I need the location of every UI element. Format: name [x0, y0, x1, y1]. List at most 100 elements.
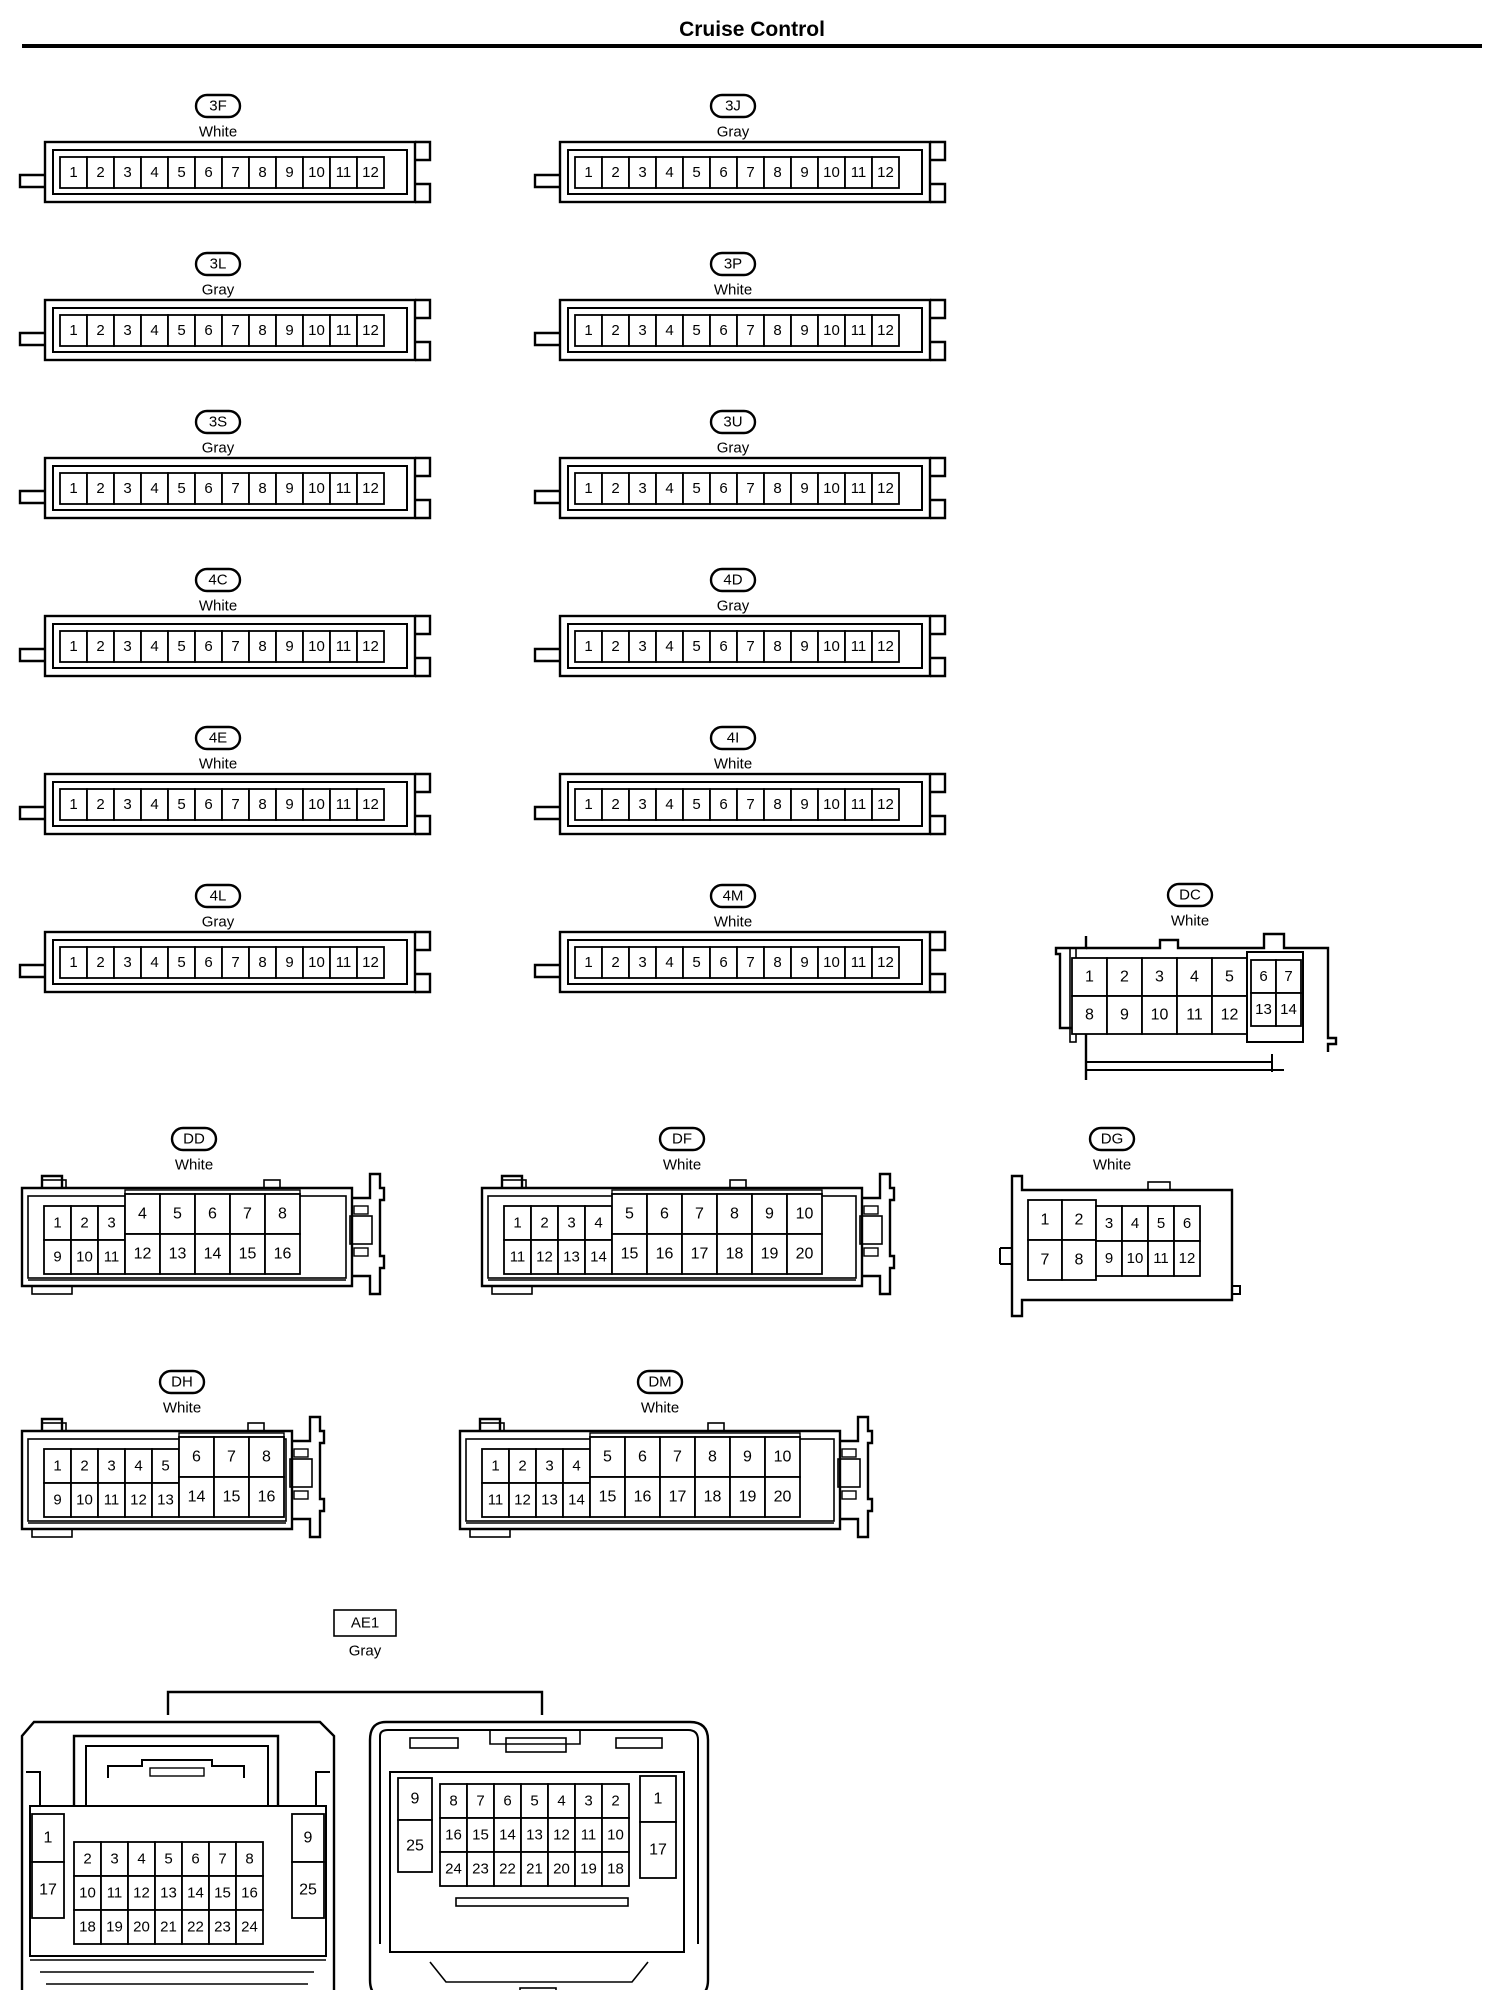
pin-9: 9	[285, 164, 293, 181]
pin-4: 4	[150, 796, 158, 813]
connector-id: 3L	[210, 256, 227, 273]
pin-13: 13	[169, 1246, 187, 1263]
pin-21: 21	[526, 1861, 543, 1878]
pin-11: 11	[336, 796, 352, 813]
connector-id: 4L	[210, 888, 227, 905]
pin-4: 4	[150, 322, 158, 339]
pin-4: 4	[557, 1793, 565, 1810]
pin-15: 15	[223, 1489, 241, 1506]
pin-10: 10	[308, 480, 325, 497]
pin-11: 11	[581, 1827, 597, 1844]
pin-24: 24	[241, 1919, 258, 1936]
pin-6: 6	[204, 322, 212, 339]
pin-10: 10	[1151, 1007, 1169, 1024]
pin-12: 12	[877, 796, 894, 813]
pin-25: 25	[299, 1882, 317, 1899]
pin-8: 8	[258, 164, 266, 181]
pin-13: 13	[157, 1492, 174, 1509]
pin-1: 1	[69, 164, 77, 181]
pin-11: 11	[851, 638, 867, 655]
pin-9: 9	[800, 796, 808, 813]
pin-10: 10	[796, 1206, 814, 1223]
pin-20: 20	[774, 1489, 792, 1506]
pin-3: 3	[123, 954, 131, 971]
pin-3: 3	[638, 164, 646, 181]
pin-7: 7	[476, 1793, 484, 1810]
pin-15: 15	[599, 1489, 617, 1506]
pin-6: 6	[503, 1793, 511, 1810]
pin-8: 8	[773, 954, 781, 971]
pin-6: 6	[208, 1206, 217, 1223]
pin-7: 7	[231, 954, 239, 971]
pin-1: 1	[584, 480, 592, 497]
connector-id: 4E	[209, 730, 227, 747]
title-rule	[22, 44, 1482, 48]
pin-9: 9	[743, 1449, 752, 1466]
pin-11: 11	[104, 1249, 120, 1266]
pin-2: 2	[1075, 1212, 1084, 1229]
pin-8: 8	[708, 1449, 717, 1466]
pin-3: 3	[638, 480, 646, 497]
pin-3: 3	[123, 322, 131, 339]
pin-3: 3	[545, 1458, 553, 1475]
pin-2: 2	[611, 322, 619, 339]
pin-9: 9	[800, 164, 808, 181]
pin-8: 8	[245, 1851, 253, 1868]
pin-2: 2	[96, 638, 104, 655]
pin-23: 23	[472, 1861, 489, 1878]
pin-3: 3	[107, 1215, 115, 1232]
pin-1: 1	[584, 796, 592, 813]
connector-color: White	[714, 282, 752, 299]
pin-5: 5	[177, 480, 185, 497]
connector-id: DG	[1101, 1131, 1124, 1148]
pin-9: 9	[800, 954, 808, 971]
pin-5: 5	[1157, 1215, 1165, 1232]
pin-8: 8	[773, 796, 781, 813]
pin-8: 8	[258, 796, 266, 813]
pin-6: 6	[1259, 968, 1267, 985]
pin-11: 11	[336, 480, 352, 497]
pin-20: 20	[796, 1246, 814, 1263]
pin-14: 14	[590, 1249, 607, 1266]
pin-15: 15	[472, 1827, 489, 1844]
pin-6: 6	[204, 638, 212, 655]
pin-11: 11	[1186, 1007, 1203, 1024]
pin-1: 1	[69, 796, 77, 813]
pin-13: 13	[1255, 1001, 1272, 1018]
pin-2: 2	[80, 1215, 88, 1232]
pin-6: 6	[719, 796, 727, 813]
pin-5: 5	[177, 954, 185, 971]
pin-8: 8	[278, 1206, 287, 1223]
pin-10: 10	[1127, 1250, 1144, 1267]
pin-12: 12	[134, 1246, 152, 1263]
pin-4: 4	[1190, 969, 1199, 986]
pin-15: 15	[621, 1246, 639, 1263]
pin-11: 11	[851, 322, 867, 339]
connector-id: 3P	[724, 256, 742, 273]
pin-3: 3	[1105, 1215, 1113, 1232]
pin-6: 6	[1183, 1215, 1191, 1232]
pin-12: 12	[130, 1492, 147, 1509]
pin-8: 8	[773, 638, 781, 655]
connector-color: White	[175, 1157, 213, 1174]
pin-4: 4	[665, 164, 673, 181]
pin-2: 2	[611, 164, 619, 181]
pin-3: 3	[123, 480, 131, 497]
connector-id: 3S	[209, 414, 227, 431]
pin-23: 23	[214, 1919, 231, 1936]
pin-6: 6	[204, 796, 212, 813]
connector-color: White	[199, 124, 237, 141]
pin-7: 7	[695, 1206, 704, 1223]
